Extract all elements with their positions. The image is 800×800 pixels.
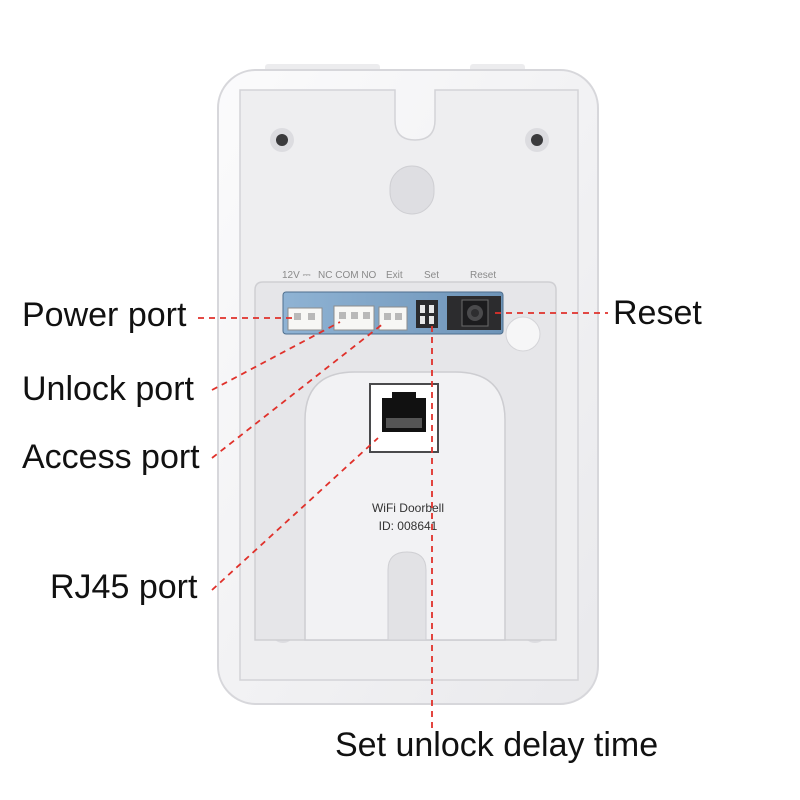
screw-hole-top-right [525,128,549,152]
callout-reset: Reset [613,294,702,332]
mounting-slot-bottom [387,551,427,641]
callout-access-port: Access port [22,438,200,476]
leader-line-unlock [211,321,341,391]
silk-set-label: Set [424,270,439,281]
silk-power-label: 12V ⎓ [282,270,311,281]
rj45-cover-plate [304,371,506,641]
silk-relay-label: NC COM NO [318,270,377,281]
reset-button [461,299,489,327]
access-port-connector [378,306,408,331]
silk-exit-label: Exit [386,270,403,281]
rj45-port [369,383,439,453]
screw-hole-top-left [270,128,294,152]
device-id-label: ID: 008641 [379,519,438,533]
dip-switch [416,300,438,328]
callout-power-port: Power port [22,296,187,334]
callout-unlock-port: Unlock port [22,370,194,408]
unlock-port-connector [333,305,375,331]
product-label: WiFi Doorbell [372,501,444,515]
callout-set-unlock-delay: Set unlock delay time [335,726,659,764]
silk-reset-label: Reset [470,270,496,281]
power-port-connector [287,307,323,331]
leader-line-rj45 [211,437,379,591]
mounting-slot-top [389,165,435,215]
leader-line-access [211,322,385,459]
mounting-boss [505,316,541,352]
callout-rj45-port: RJ45 port [50,568,198,606]
